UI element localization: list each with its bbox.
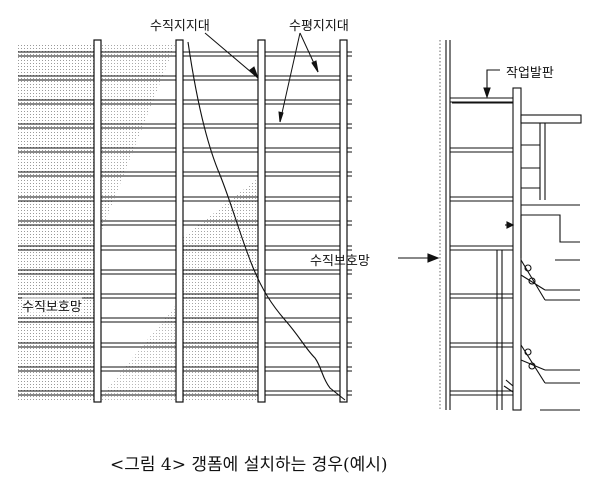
gang-form-panel <box>512 87 522 411</box>
horizontal-support-rail <box>18 220 352 226</box>
protective-net-band-3 <box>180 175 262 400</box>
work-platform-label: 작업발판 <box>506 66 554 81</box>
vertical-support-post <box>93 39 102 403</box>
vertical-support-post <box>339 39 348 403</box>
vertical-support-label: 수직지지대 <box>150 19 210 34</box>
horizontal-support-rail <box>18 196 352 202</box>
horizontal-support-rail <box>18 51 352 57</box>
front-elevation <box>18 32 352 403</box>
horizontal-support-rail <box>18 75 352 81</box>
horizontal-support-rail <box>18 147 352 153</box>
horizontal-support-rail <box>18 123 352 129</box>
horizontal-support-rail <box>18 269 352 275</box>
horizontal-support-rail <box>18 99 352 105</box>
side-section <box>398 40 582 411</box>
horizontal-support-rail <box>18 171 352 177</box>
vertical-net-front-label: 수직보호망 <box>22 296 82 315</box>
vertical-net-side-label: 수직보호망 <box>310 254 370 269</box>
vertical-support-post <box>257 39 266 403</box>
work-platform-leader <box>486 69 500 95</box>
protective-net-band-2 <box>18 180 98 400</box>
figure-caption: <그림 4> 갱폼에 설치하는 경우(예시) <box>110 455 388 475</box>
horizontal-supports <box>18 51 352 396</box>
horizontal-support-rail <box>18 317 352 323</box>
vertical-supports <box>93 39 348 403</box>
vertical-support-post <box>175 39 184 403</box>
net-edge-curve <box>187 41 346 401</box>
horizontal-support-label: 수평지지대 <box>289 19 349 34</box>
protective-net-band-1 <box>98 45 175 240</box>
leader-lines <box>204 32 319 123</box>
horizontal-support-rail <box>18 245 352 251</box>
horizontal-support-rail <box>18 390 352 396</box>
horizontal-support-rail <box>18 366 352 372</box>
protective-net-band-4 <box>98 300 180 400</box>
horizontal-support-rail <box>18 342 352 348</box>
